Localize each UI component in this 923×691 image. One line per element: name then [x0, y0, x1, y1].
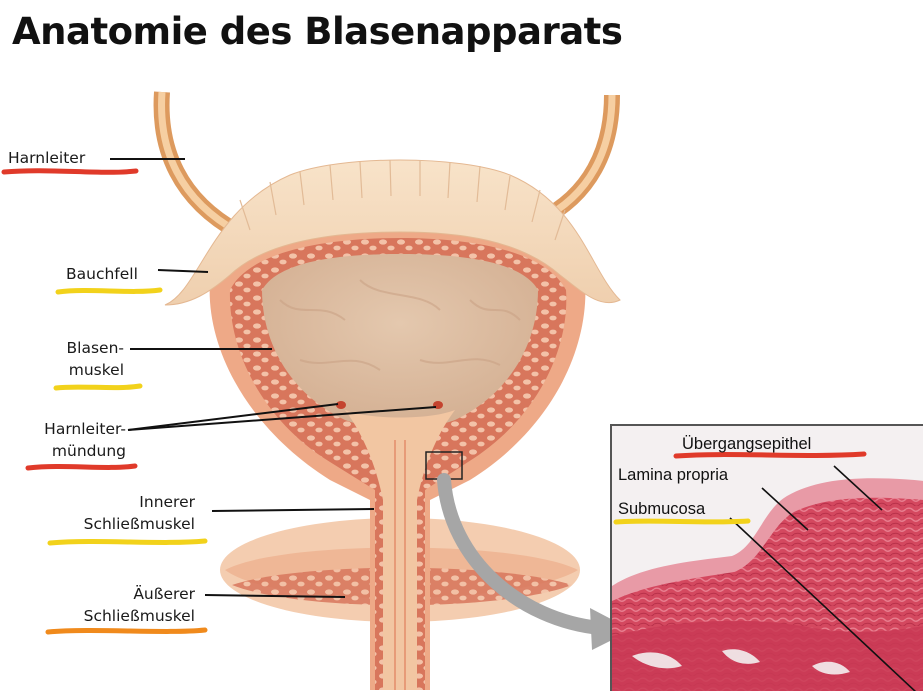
left-ureter-orifice	[336, 401, 346, 409]
label-submucosa: Submucosa	[618, 500, 706, 518]
label-lamina-propria: Lamina propria	[618, 466, 729, 484]
bladder-neck	[345, 410, 455, 690]
micrograph-image	[612, 426, 923, 691]
page-title: Anatomie des Blasenapparats	[12, 10, 623, 53]
label-harnleiter: Harnleiter	[8, 149, 86, 167]
detail-arrow	[437, 473, 607, 635]
bladder-lumen	[262, 254, 538, 428]
label-aeusserer-schliessmuskel: Äußerer Schließmuskel	[83, 585, 195, 625]
label-uebergangsepithel: Übergangsepithel	[682, 435, 812, 453]
peritoneum	[164, 159, 621, 306]
label-blasenmuskel: Blasen- muskel	[66, 339, 124, 379]
label-innerer-schliessmuskel: Innerer Schließmuskel	[83, 493, 195, 533]
label-harnleitermuendung: Harnleiter- mündung	[44, 420, 126, 460]
submucosa-layer	[612, 620, 923, 691]
label-bauchfell: Bauchfell	[66, 265, 138, 283]
micrograph-panel: Übergangsepithel Lamina propria Submucos…	[610, 424, 923, 691]
